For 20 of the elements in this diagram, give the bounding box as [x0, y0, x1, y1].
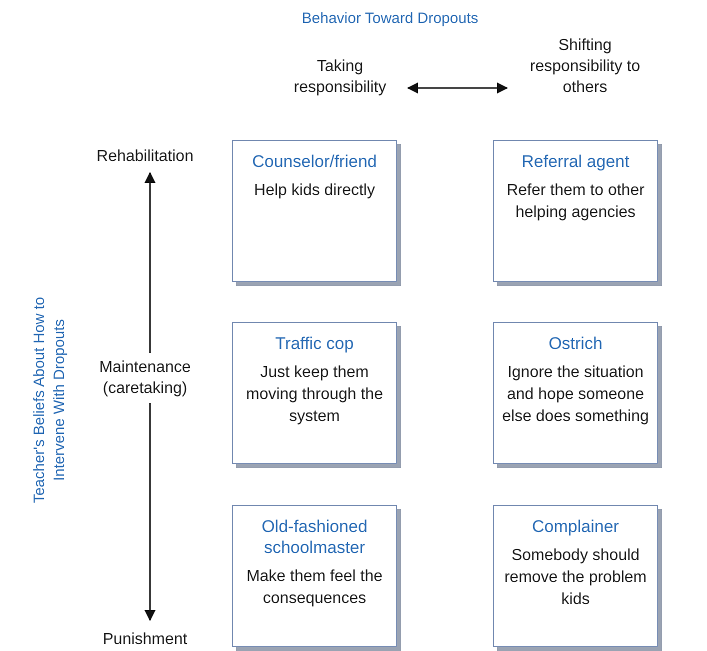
card-text: Just keep them moving through the system [245, 363, 384, 427]
card-text: Somebody should remove the problem kids [503, 546, 648, 610]
chart-title: Behavior Toward Dropouts [300, 9, 480, 29]
double-arrow [406, 82, 508, 94]
card-heading: Counselor/friend [251, 151, 378, 172]
card-heading: Ostrich [548, 333, 604, 354]
card-text: Help kids directly [253, 181, 376, 201]
double-arrow [144, 172, 156, 622]
card-heading: Referral agent [520, 151, 630, 172]
card-text: Refer them to other helping agencies [506, 181, 646, 223]
axis-label: Rehabilitation [75, 143, 215, 167]
card-heading: Complainer [531, 516, 620, 537]
card-text: Make them feel the consequences [245, 567, 384, 609]
axis-title: Teacher's Beliefs About How to Intervene With Dropouts [30, 296, 69, 506]
axis-label: Shifting responsibility to others [515, 8, 655, 98]
axis-label: Taking responsibility [280, 52, 400, 98]
card-text: Ignore the situation and hope someone else does something [501, 363, 650, 427]
axis-label: Punishment [75, 626, 215, 650]
card-heading: Old-fashioned schoolmaster [260, 516, 368, 558]
card-heading: Traffic cop [274, 333, 355, 354]
